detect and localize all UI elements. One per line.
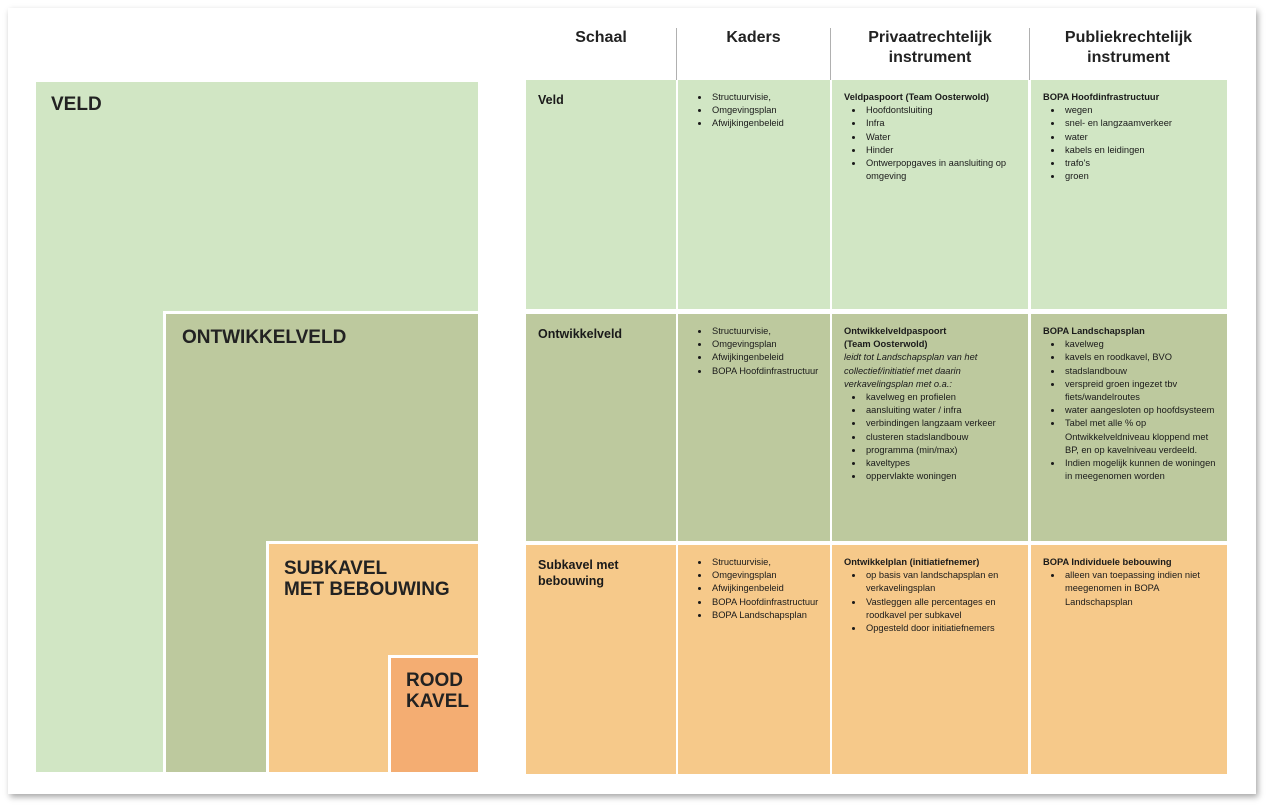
list-item: Omgevingsplan xyxy=(710,569,824,582)
scale-name: Subkavel met bebouwing xyxy=(538,558,619,589)
list-item: BOPA Hoofdinfrastructuur xyxy=(710,365,824,378)
cell-privaat: Veldpaspoort (Team Oosterwold) Hoofdontsl… xyxy=(832,80,1028,309)
list-item: programma (min/max) xyxy=(864,444,1022,457)
privaat-text: Ontwikkelveldpaspoort (Team Oosterwold)l… xyxy=(832,314,1028,483)
list-item: oppervlakte woningen xyxy=(864,470,1022,483)
list-item: Opgesteld door initiatiefnemers xyxy=(864,622,1022,635)
list-item: Structuurvisie, xyxy=(710,325,824,338)
header-divider xyxy=(676,28,677,80)
publiek-list: kavelwegkavels en roodkavel, BVOstadslan… xyxy=(1043,338,1221,483)
header-privaat: Privaatrechtelijk instrument xyxy=(868,29,992,66)
block-subkavel-label: SUBKAVEL MET BEBOUWING xyxy=(284,558,450,601)
privaat-intro: leidt tot Landschapsplan van het collect… xyxy=(844,352,978,389)
list-item: kabels en leidingen xyxy=(1063,144,1221,157)
publiek-title: BOPA Hoofdinfrastructuur xyxy=(1043,92,1160,102)
list-item: snel- en langzaamverkeer xyxy=(1063,117,1221,130)
list-item: stadslandbouw xyxy=(1063,365,1221,378)
cell-schaal: Ontwikkelveld xyxy=(526,314,676,541)
privaat-title: Ontwikkelplan (initiatiefnemer) xyxy=(844,557,980,567)
list-item: BOPA Landschapsplan xyxy=(710,609,824,622)
scale-name: Veld xyxy=(538,93,564,107)
cell-publiek: BOPA Individuele bebouwing alleen van toe… xyxy=(1031,545,1227,774)
publiek-title: BOPA Individuele bebouwing xyxy=(1043,557,1172,567)
header-publiek: Publiekrechtelijk instrument xyxy=(1064,29,1193,66)
list-item: Water xyxy=(864,131,1022,144)
list-item: kavelweg xyxy=(1063,338,1221,351)
list-item: Afwijkingenbeleid xyxy=(710,582,824,595)
list-item: kaveltypes xyxy=(864,457,1022,470)
kaders-list: Structuurvisie,OmgevingsplanAfwijkingenb… xyxy=(690,91,824,131)
list-item: water xyxy=(1063,131,1221,144)
list-item: clusteren stadslandbouw xyxy=(864,431,1022,444)
block-roodkavel-label: ROOD KAVEL xyxy=(406,670,469,713)
list-item: Omgevingsplan xyxy=(710,338,824,351)
kaders-text: Structuurvisie,OmgevingsplanAfwijkingenb… xyxy=(678,80,830,131)
publiek-text: BOPA Landschapsplan kavelwegkavels en roo… xyxy=(1031,314,1227,483)
list-item: alleen van toepassing indien niet meegen… xyxy=(1063,569,1221,609)
list-item: kavels en roodkavel, BVO xyxy=(1063,351,1221,364)
list-item: Hoofdontsluiting xyxy=(864,104,1022,117)
header-kaders: Kaders xyxy=(726,29,781,46)
list-item: Structuurvisie, xyxy=(710,91,824,104)
list-item: kavelweg en profielen xyxy=(864,391,1022,404)
header-divider xyxy=(830,28,831,80)
header-divider xyxy=(1029,28,1030,80)
list-item: groen xyxy=(1063,170,1221,183)
cell-kaders: Structuurvisie,OmgevingsplanAfwijkingenb… xyxy=(678,80,830,309)
publiek-list: alleen van toepassing indien niet meegen… xyxy=(1043,569,1221,609)
publiek-text: BOPA Hoofdinfrastructuur wegensnel- en la… xyxy=(1031,80,1227,183)
list-item: trafo's xyxy=(1063,157,1221,170)
list-item: Infra xyxy=(864,117,1022,130)
list-item: water aangesloten op hoofdsysteem xyxy=(1063,404,1221,417)
header-schaal: Schaal xyxy=(575,29,627,46)
list-item: aansluiting water / infra xyxy=(864,404,1022,417)
cell-kaders: Structuurvisie,OmgevingsplanAfwijkingenb… xyxy=(678,314,830,541)
list-item: Structuurvisie, xyxy=(710,556,824,569)
privaat-text: Veldpaspoort (Team Oosterwold) Hoofdontsl… xyxy=(832,80,1028,183)
list-item: BOPA Hoofdinfrastructuur xyxy=(710,596,824,609)
cell-schaal: Subkavel met bebouwing xyxy=(526,545,676,774)
list-item: Afwijkingenbeleid xyxy=(710,117,824,130)
publiek-title: BOPA Landschapsplan xyxy=(1043,326,1145,336)
kaders-text: Structuurvisie,OmgevingsplanAfwijkingenb… xyxy=(678,314,830,378)
privaat-list: op basis van landschapsplan en verkaveli… xyxy=(844,569,1022,635)
privaat-list: kavelweg en profielenaansluiting water /… xyxy=(844,391,1022,483)
list-item: Tabel met alle % op Ontwikkelveldniveau … xyxy=(1063,417,1221,457)
kaders-list: Structuurvisie,OmgevingsplanAfwijkingenb… xyxy=(690,556,824,622)
block-roodkavel: ROOD KAVEL xyxy=(388,655,478,772)
cell-privaat: Ontwikkelplan (initiatiefnemer) op basis … xyxy=(832,545,1028,774)
list-item: verbindingen langzaam verkeer xyxy=(864,417,1022,430)
privaat-title: Ontwikkelveldpaspoort (Team Oosterwold) xyxy=(844,326,947,350)
list-item: Omgevingsplan xyxy=(710,104,824,117)
list-item: verspreid groen ingezet tbv fiets/wandel… xyxy=(1063,378,1221,404)
cell-privaat: Ontwikkelveldpaspoort (Team Oosterwold)l… xyxy=(832,314,1028,541)
publiek-list: wegensnel- en langzaamverkeerwaterkabels… xyxy=(1043,104,1221,183)
privaat-title: Veldpaspoort (Team Oosterwold) xyxy=(844,92,989,102)
cell-schaal: Veld xyxy=(526,80,676,309)
scale-name: Ontwikkelveld xyxy=(538,327,623,341)
publiek-text: BOPA Individuele bebouwing alleen van toe… xyxy=(1031,545,1227,609)
block-ontwikkelveld-label: ONTWIKKELVELD xyxy=(182,327,347,348)
list-item: op basis van landschapsplan en verkaveli… xyxy=(864,569,1022,595)
privaat-text: Ontwikkelplan (initiatiefnemer) op basis … xyxy=(832,545,1028,635)
block-veld-label: VELD xyxy=(51,94,102,115)
list-item: Hinder xyxy=(864,144,1022,157)
list-item: Ontwerpopgaves in aansluiting op omgevin… xyxy=(864,157,1022,183)
list-item: Vastleggen alle percentages en roodkavel… xyxy=(864,596,1022,622)
kaders-text: Structuurvisie,OmgevingsplanAfwijkingenb… xyxy=(678,545,830,622)
kaders-list: Structuurvisie,OmgevingsplanAfwijkingenb… xyxy=(690,325,824,378)
privaat-list: HoofdontsluitingInfraWaterHinderOntwerpo… xyxy=(844,104,1022,183)
cell-publiek: BOPA Landschapsplan kavelwegkavels en roo… xyxy=(1031,314,1227,541)
cell-kaders: Structuurvisie,OmgevingsplanAfwijkingenb… xyxy=(678,545,830,774)
cell-publiek: BOPA Hoofdinfrastructuur wegensnel- en la… xyxy=(1031,80,1227,309)
list-item: Afwijkingenbeleid xyxy=(710,351,824,364)
list-item: wegen xyxy=(1063,104,1221,117)
list-item: Indien mogelijk kunnen de woningen in me… xyxy=(1063,457,1221,483)
